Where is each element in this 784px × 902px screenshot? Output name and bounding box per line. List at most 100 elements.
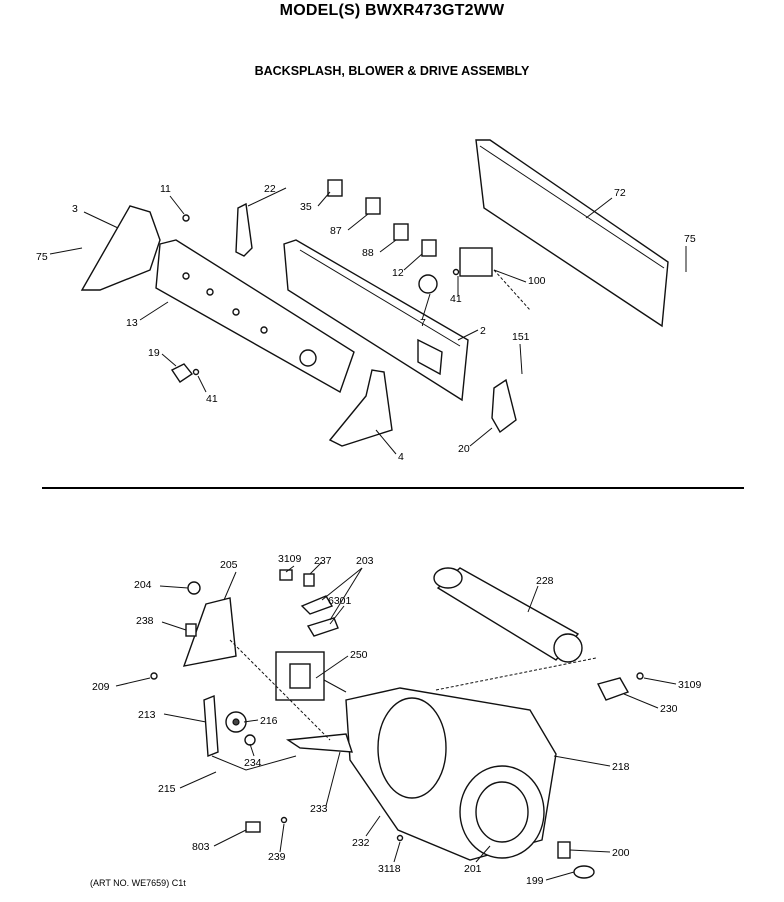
callout: 199	[526, 875, 544, 887]
panel-hole	[260, 326, 268, 334]
motor-shaft	[323, 679, 347, 693]
screw-209	[150, 672, 158, 680]
callout: 20	[458, 443, 470, 455]
model-title: MODEL(S) BWXR473GT2WW	[279, 2, 505, 19]
callout: 7	[420, 317, 426, 329]
leader	[393, 841, 401, 863]
clip-6301	[306, 617, 339, 637]
callout: 12	[392, 267, 404, 279]
leader	[347, 213, 369, 231]
idler-arm	[203, 694, 219, 758]
leader-dashed	[435, 657, 597, 691]
leader	[163, 713, 207, 723]
leader	[317, 191, 331, 207]
callout: 3109	[278, 553, 302, 565]
leader	[83, 211, 119, 229]
clip-35	[327, 179, 343, 197]
control-frame-edge	[299, 249, 461, 347]
bracket-20	[491, 378, 517, 434]
panel-hole	[299, 349, 317, 367]
right-end-cap	[328, 369, 393, 447]
leader	[545, 871, 575, 881]
callout: 250	[350, 649, 368, 661]
leader	[315, 655, 349, 679]
leader	[475, 845, 491, 863]
callout: 72	[614, 187, 626, 199]
frame-window	[417, 338, 443, 376]
callout: 228	[536, 575, 554, 587]
leader	[285, 565, 295, 573]
callout: 238	[136, 615, 154, 627]
leader	[329, 567, 363, 621]
leader-dashed	[493, 269, 531, 311]
screw-3118	[396, 834, 404, 842]
screw-238	[185, 623, 197, 637]
clip-803	[245, 821, 261, 833]
leader	[139, 301, 169, 321]
callout: 213	[138, 709, 156, 721]
clip-3109a	[279, 569, 293, 581]
knob-19	[170, 363, 194, 383]
callout: 11	[160, 183, 171, 195]
leader	[623, 693, 659, 709]
left-end-cap	[80, 205, 161, 291]
leader	[325, 751, 341, 807]
leader	[329, 605, 345, 625]
leader	[493, 269, 527, 283]
screw-239	[280, 816, 288, 824]
rear-panel	[475, 139, 669, 328]
switch-100	[459, 247, 493, 277]
idler-bracket	[182, 597, 237, 667]
leader	[197, 375, 207, 393]
leader	[179, 771, 217, 789]
housing-inlet	[377, 697, 447, 799]
leader	[249, 743, 255, 757]
callout: 237	[314, 555, 332, 567]
backsplash-assembly	[80, 139, 669, 447]
leader	[223, 571, 237, 601]
callout: 22	[264, 183, 276, 195]
callout: 233	[310, 803, 328, 815]
leader	[585, 197, 613, 219]
section-title: BACKSPLASH, BLOWER & DRIVE ASSEMBLY	[254, 64, 530, 78]
leader	[553, 755, 611, 767]
callout: 803	[192, 841, 210, 853]
upper-callouts: 11 22 35 72 3 75 87 88 75 12 100 41 7 13…	[36, 183, 696, 463]
screw-11	[182, 214, 190, 222]
blower-drive-assembly	[150, 567, 644, 879]
callout: 209	[92, 681, 110, 693]
upper-leaders	[49, 187, 687, 455]
callout: 19	[148, 347, 160, 359]
clamp-204	[187, 581, 201, 595]
callout: 218	[612, 761, 630, 773]
leader-dashed	[229, 639, 331, 741]
callout: 234	[244, 757, 262, 769]
leader	[49, 247, 83, 255]
leader	[569, 849, 611, 853]
clip-199	[573, 865, 595, 879]
callout: 201	[464, 863, 482, 875]
callout: 75	[36, 251, 48, 263]
pulley-hub	[232, 718, 240, 726]
leader	[421, 293, 431, 321]
lower-callouts: 3109 237 203 205 228 204 6301 238 250 20…	[92, 553, 702, 887]
clip-88	[393, 223, 409, 241]
callout: 151	[512, 331, 530, 343]
panel-hole	[232, 308, 240, 316]
rear-panel-edge	[479, 145, 665, 269]
leader	[169, 195, 185, 215]
leader	[321, 567, 363, 601]
leader	[279, 823, 285, 853]
leader	[309, 561, 323, 575]
callout: 205	[220, 559, 238, 571]
leader	[213, 829, 247, 847]
motor-face	[289, 663, 311, 689]
lower-leaders	[115, 561, 677, 881]
art-number-note: (ART NO. WE7659) C1t	[90, 878, 186, 888]
duct-end	[433, 567, 463, 589]
leader	[457, 329, 479, 341]
leader	[161, 621, 187, 631]
leader	[243, 719, 259, 723]
callout: 87	[330, 225, 342, 237]
